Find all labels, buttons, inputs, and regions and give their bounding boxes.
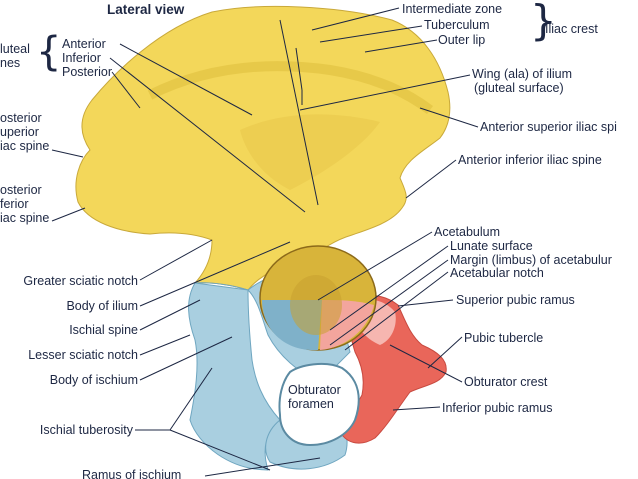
label-posterior-superior-iliac-spine: osterior uperior iac spine [0,111,50,153]
label-outer-lip: Outer lip [438,33,486,47]
iliac-crest-brace: } [530,0,557,45]
leader-lines [51,7,479,477]
label-greater-sciatic-notch: Greater sciatic notch [23,274,138,288]
obturator-foramen-opening [278,362,360,447]
label-margin-of-acetabulum: Margin (limbus) of acetabulur [450,253,612,267]
label-ischial-spine: Ischial spine [69,323,138,337]
label-acetabulum: Acetabulum [434,225,501,239]
label-body-of-ischium: Body of ischium [49,373,138,387]
label-iliac-crest: Iliac crest [545,22,598,36]
view-title: Lateral view [107,2,185,17]
label-wing-of-ilium: Wing (ala) of ilium [472,67,573,81]
ilium-shading [147,61,433,115]
label-anterior-gluteal-line: Anterior [62,37,106,51]
label-inferior-pubic-ramus: Inferior pubic ramus [442,401,553,415]
label-gluteal-lines: luteal nes [0,42,30,70]
ilium-shading-2 [240,114,380,190]
label-anterior-inferior-iliac-spine: Anterior inferior iliac spine [458,153,602,167]
label-ramus-of-ischium: Ramus of ischium [82,468,182,479]
label-acetabular-notch: Acetabular notch [450,266,544,280]
label-intermediate-zone: Intermediate zone [402,2,503,16]
label-ischial-tuberosity: Ischial tuberosity [39,423,133,437]
label-pubic-tubercle: Pubic tubercle [464,331,544,345]
label-lunate-surface: Lunate surface [450,239,533,253]
label-gluteal-surface: (gluteal surface) [474,81,564,95]
label-obturator-crest: Obturator crest [464,375,548,389]
acetabular-fossa [290,275,342,335]
label-posterior-gluteal-line: Posterior [62,65,113,79]
label-posterior-inferior-iliac-spine: osterior ferior iac spine [0,183,50,225]
label-superior-pubic-ramus: Superior pubic ramus [456,293,575,307]
label-inferior-gluteal-line: Inferior [62,51,101,65]
label-body-of-ilium: Body of ilium [66,299,138,313]
label-tuberculum: Tuberculum [424,18,490,32]
label-lesser-sciatic-notch: Lesser sciatic notch [28,348,138,362]
label-anterior-superior-iliac-spine: Anterior superior iliac spi [480,120,617,134]
label-obturator-foramen: Obturator foramen [288,383,341,411]
gluteal-brace: { [36,29,62,75]
